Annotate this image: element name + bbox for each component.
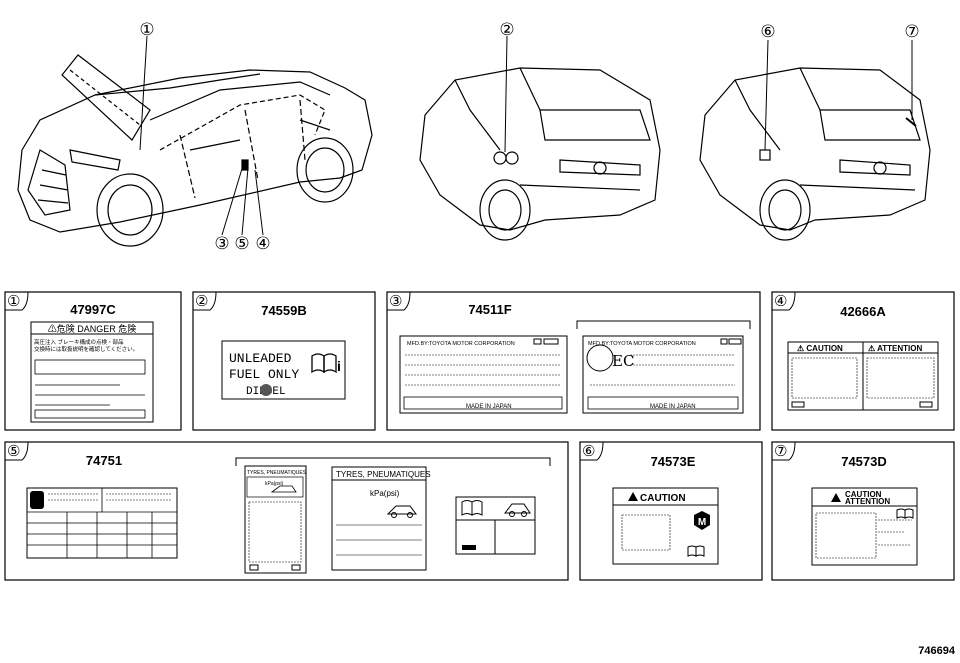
part-number-74573E: 74573E: [651, 454, 696, 469]
label-3b-made: MADE IN JAPAN: [650, 404, 696, 410]
panel-3-index: ③: [389, 292, 402, 310]
label-74751-pneumatiques: TYRES, PNEUMATIQUES kPa(psi): [331, 466, 431, 571]
label-7-caution: CAUTION: [845, 490, 882, 499]
callout-1: ①: [139, 20, 154, 40]
panel-5: [4, 441, 569, 581]
label-74573E: CAUTION M: [612, 487, 719, 565]
label-4-attention: ⚠ ATTENTION: [868, 344, 923, 353]
panel-7-index: ⑦: [774, 442, 787, 460]
part-number-74559B: 74559B: [261, 303, 307, 318]
label-1-header: ⚠危険 DANGER 危険: [48, 323, 137, 334]
part-number-74573D: 74573D: [841, 454, 887, 469]
part-number-74511F: 74511F: [468, 302, 511, 317]
label-5-tyres-small: TYRES, PNEUMATIQUES: [247, 470, 307, 476]
callout-5: ⑤: [234, 234, 249, 254]
panel-4: [771, 291, 955, 431]
label-7-attention: ATTENTION: [845, 497, 890, 506]
label-5-kpa-small: kPa(psi): [265, 481, 284, 487]
vehicle-rear-view-a: [419, 35, 661, 241]
part-number-74751: 74751: [86, 453, 122, 468]
panel-7: [771, 441, 955, 581]
panel-5-index: ⑤: [7, 442, 20, 460]
callout-3: ③: [214, 234, 229, 254]
label-74559B: UNLEADED FUEL ONLY DIESEL i: [221, 340, 346, 400]
svg-text:i: i: [337, 358, 341, 374]
panel-1-index: ①: [7, 292, 20, 310]
label-5-tyres: TYRES, PNEUMATIQUES: [336, 470, 431, 479]
label-42666A: ⚠ CAUTION ⚠ ATTENTION: [787, 341, 939, 411]
panel-6-index: ⑥: [582, 442, 595, 460]
panel-4-index: ④: [774, 292, 787, 310]
callout-2: ②: [499, 20, 514, 40]
label-3a-made: MADE IN JAPAN: [466, 404, 512, 410]
label-74511F-b: MFD.BY:TOYOTA MOTOR CORPORATION EC MADE …: [582, 335, 744, 414]
callout-4: ④: [255, 234, 270, 254]
label-47997C: ⚠危険 DANGER 危険 高圧注入 ブレーキ構成の点検・部品 交換時には取扱説…: [30, 321, 154, 423]
label-2-line2: FUEL ONLY: [229, 367, 299, 382]
vehicle-rear-view-b: [699, 39, 931, 241]
part-number-42666A: 42666A: [840, 304, 886, 319]
label-1-line1: 高圧注入 ブレーキ構成の点検・部品: [34, 338, 124, 346]
label-6-caution: CAUTION: [640, 493, 686, 504]
label-74573D: CAUTION ATTENTION: [811, 487, 918, 566]
label-3b-mfr: MFD.BY:TOYOTA MOTOR CORPORATION: [588, 341, 696, 347]
panel-6: [579, 441, 763, 581]
panel-1: [4, 291, 182, 431]
no-diesel-icon: [260, 384, 272, 396]
panel-2-index: ②: [195, 292, 208, 310]
label-4-caution: ⚠ CAUTION: [797, 344, 843, 353]
diagram-id: 746694: [918, 645, 956, 657]
vehicle-front-view: [17, 35, 373, 247]
part-number-47997C: 47997C: [70, 302, 116, 317]
label-5-kpa: kPa(psi): [370, 489, 400, 498]
label-2-line1: UNLEADED: [229, 351, 292, 366]
label-3a-mfr: MFD.BY:TOYOTA MOTOR CORPORATION: [407, 341, 515, 347]
callout-7: ⑦: [904, 22, 919, 42]
callout-6: ⑥: [760, 22, 775, 42]
panel-2: [192, 291, 376, 431]
panel-3: [386, 291, 761, 431]
label-74751-small: [455, 496, 536, 555]
label-6-m: M: [698, 517, 706, 528]
label-74751-table: [26, 487, 178, 559]
manual-icon: i: [311, 353, 341, 374]
label-74511F-a: MFD.BY:TOYOTA MOTOR CORPORATION MADE IN …: [399, 335, 568, 414]
label-1-line2: 交換時には取扱説明を確認してください。: [34, 345, 138, 353]
label-74751-tall: TYRES, PNEUMATIQUES kPa(psi): [244, 465, 307, 574]
label-3b-ec: EC: [612, 352, 634, 370]
